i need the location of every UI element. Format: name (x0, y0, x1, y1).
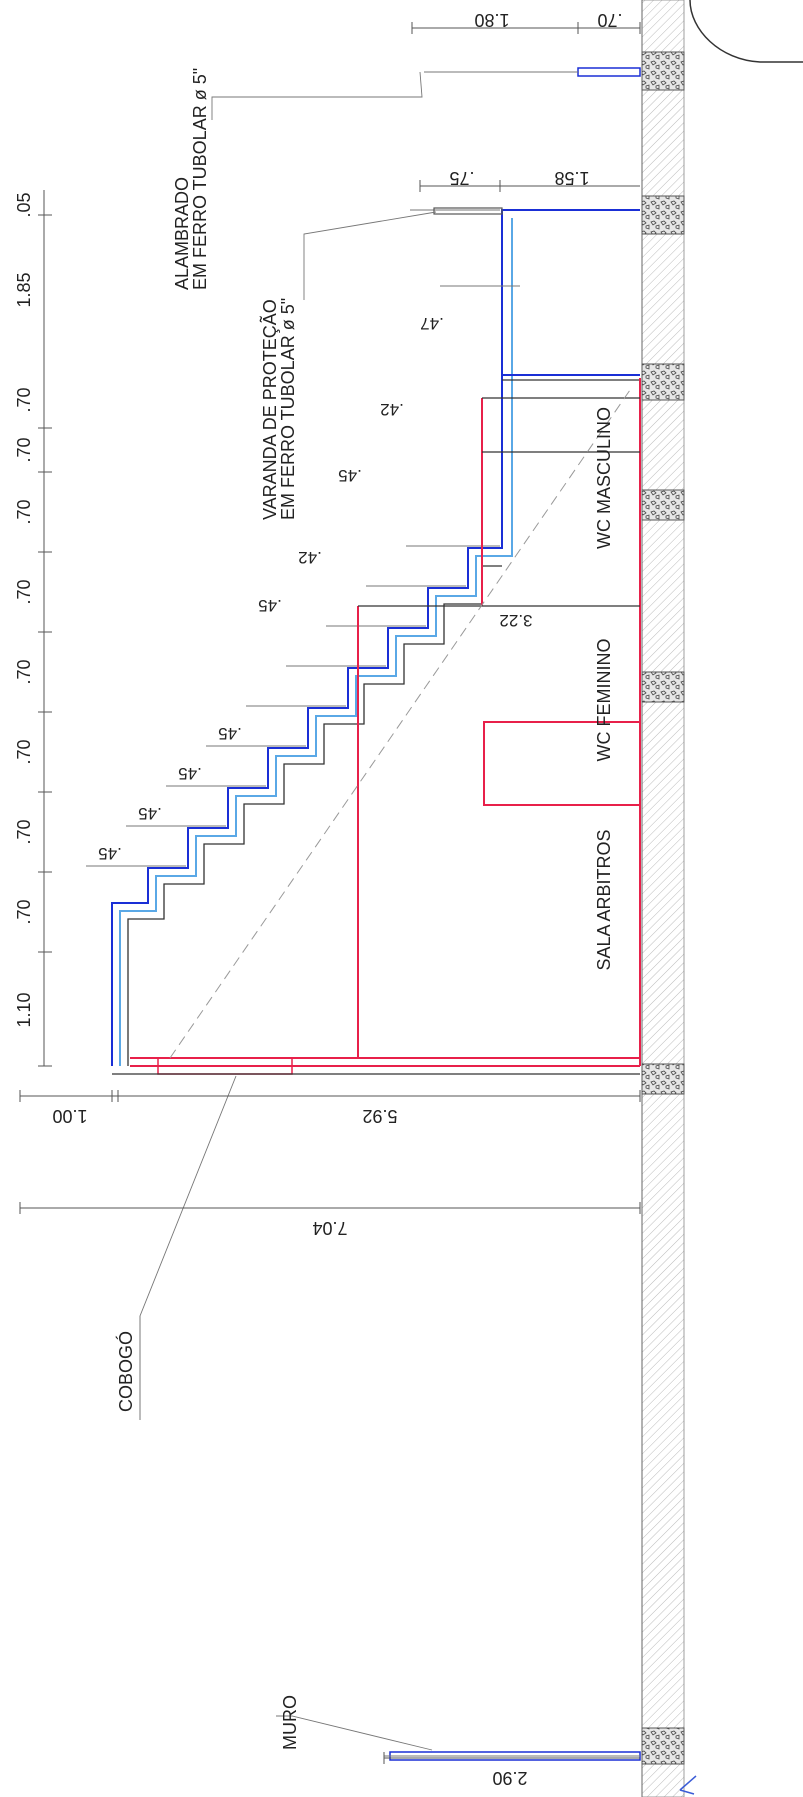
alambrado-leader (211, 71, 423, 120)
varanda-post (433, 207, 503, 215)
dim-322: 3.22 (499, 611, 532, 630)
room-label-wc-masculino: WC MASCULINO (594, 407, 614, 549)
wc-feminino-wall (483, 721, 640, 806)
label-alambrado-2: EM FERRO TUBOLAR ø 5" (190, 68, 210, 290)
footing-4 (641, 489, 685, 521)
top-dim-3: .70 (14, 739, 34, 764)
label-alambrado-1: ALAMBRADO (172, 177, 192, 290)
dim-158: 1.58 (554, 168, 589, 188)
top-dim-5: .70 (14, 579, 34, 604)
dim-180: 1.80 (474, 10, 509, 30)
dim-100: 1.00 (52, 1106, 87, 1126)
steps-lightblue-outline (119, 218, 513, 1066)
top-dim-10: .05 (14, 192, 34, 217)
steps-blue-outline (111, 209, 640, 1066)
step-dim-0: .45 (98, 844, 122, 863)
step-dim-8: .47 (420, 314, 444, 333)
footing-7 (641, 1727, 685, 1765)
room-label-sala: SALA ARBITROS (594, 829, 614, 970)
dim-070: .70 (597, 10, 622, 30)
dim-290: 2.90 (492, 1768, 527, 1788)
footing-6 (641, 1063, 685, 1095)
footing-1 (641, 51, 685, 91)
top-dim-4: .70 (14, 659, 34, 684)
dim-592: 5.92 (362, 1106, 397, 1126)
top-dim-0: 1.10 (14, 992, 34, 1027)
alambrado-post (577, 67, 641, 77)
top-dim-7: .70 (14, 437, 34, 462)
muro-leader (276, 1715, 433, 1751)
step-dim-1: .45 (138, 804, 162, 823)
diagonal-dashed (169, 389, 631, 1059)
riser-guides (86, 209, 520, 867)
ground-strip (641, 0, 685, 1797)
top-dim-8: .70 (14, 387, 34, 412)
top-dim-1: .70 (14, 899, 34, 924)
room-label-wc-feminino: WC FEMININO (594, 639, 614, 762)
top-dim-6: .70 (14, 499, 34, 524)
footing-2 (641, 195, 685, 235)
step-dim-4: .45 (258, 596, 282, 615)
dim-075: .75 (449, 168, 474, 188)
top-dim-2: .70 (14, 819, 34, 844)
side-dim-ticks (19, 1090, 641, 1764)
top-dim-9: 1.85 (14, 272, 34, 307)
steps-dark-underside (127, 565, 502, 1066)
top-dim-ticks (38, 214, 52, 1067)
step-dim-5: .42 (298, 548, 322, 567)
cobogo-leader (139, 1075, 237, 1420)
label-cobogo: COBOGÓ (115, 1331, 136, 1412)
footing-3 (641, 363, 685, 401)
pen-mark (679, 1775, 697, 1795)
step-dim-6: .45 (338, 466, 362, 485)
dim-704: 7.04 (312, 1218, 347, 1238)
top-right-ticks (411, 22, 641, 192)
step-dim-2: .45 (178, 764, 202, 783)
footing-5 (641, 671, 685, 703)
label-varanda-1: VARANDA DE PROTEÇÃO (259, 299, 280, 520)
corner-circle-arc (689, 0, 803, 63)
step-dim-7: .42 (380, 400, 404, 419)
label-muro: MURO (280, 1695, 300, 1750)
label-varanda-2: EM FERRO TUBOLAR ø 5" (278, 298, 298, 520)
varanda-leader (303, 211, 437, 300)
step-dim-3: .45 (218, 724, 242, 743)
